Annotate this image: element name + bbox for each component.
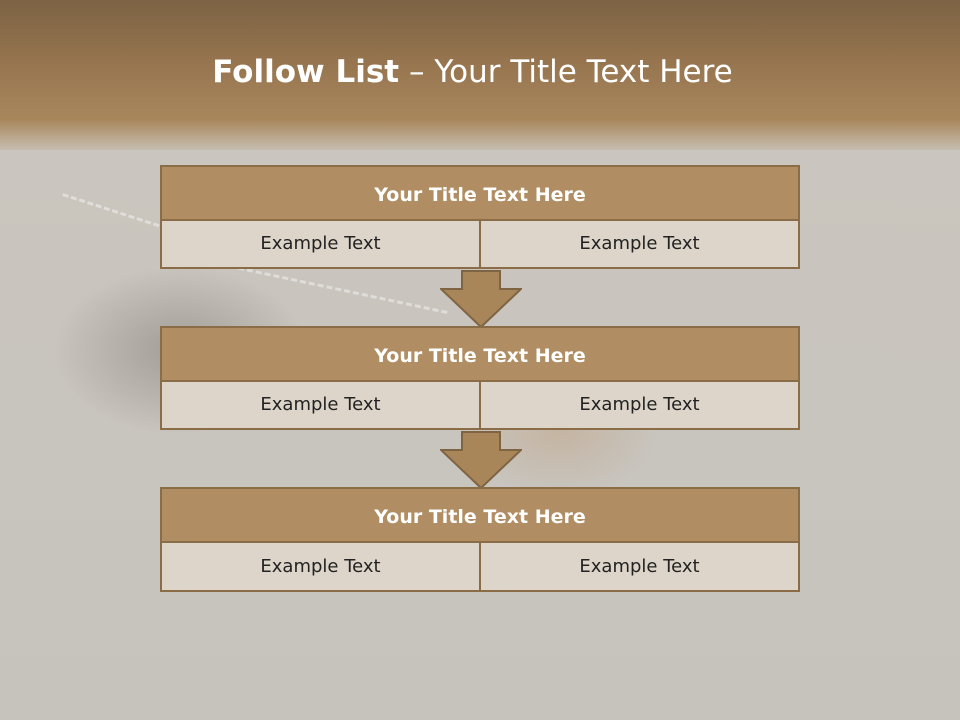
slide-title-bold: Follow List: [212, 54, 400, 90]
slide-title: Follow List – Your Title Text Here: [0, 54, 945, 90]
follow-list-block: Your Title Text Here Example Text Exampl…: [160, 165, 800, 269]
block-title: Your Title Text Here: [160, 487, 800, 543]
down-arrow-icon: [440, 431, 522, 489]
slide-title-rest: – Your Title Text Here: [399, 54, 733, 90]
block-cell-right: Example Text: [479, 380, 800, 430]
block-row: Example Text Example Text: [160, 219, 800, 269]
header-band: [0, 0, 960, 150]
block-title: Your Title Text Here: [160, 165, 800, 221]
block-title: Your Title Text Here: [160, 326, 800, 382]
block-cell-right: Example Text: [479, 541, 800, 592]
block-cell-left: Example Text: [160, 541, 481, 592]
block-row: Example Text Example Text: [160, 380, 800, 430]
block-row: Example Text Example Text: [160, 541, 800, 592]
block-cell-right: Example Text: [479, 219, 800, 269]
down-arrow-icon: [440, 270, 522, 328]
block-cell-left: Example Text: [160, 380, 481, 430]
follow-list-block: Your Title Text Here Example Text Exampl…: [160, 326, 800, 430]
block-cell-left: Example Text: [160, 219, 481, 269]
follow-list-block: Your Title Text Here Example Text Exampl…: [160, 487, 800, 592]
